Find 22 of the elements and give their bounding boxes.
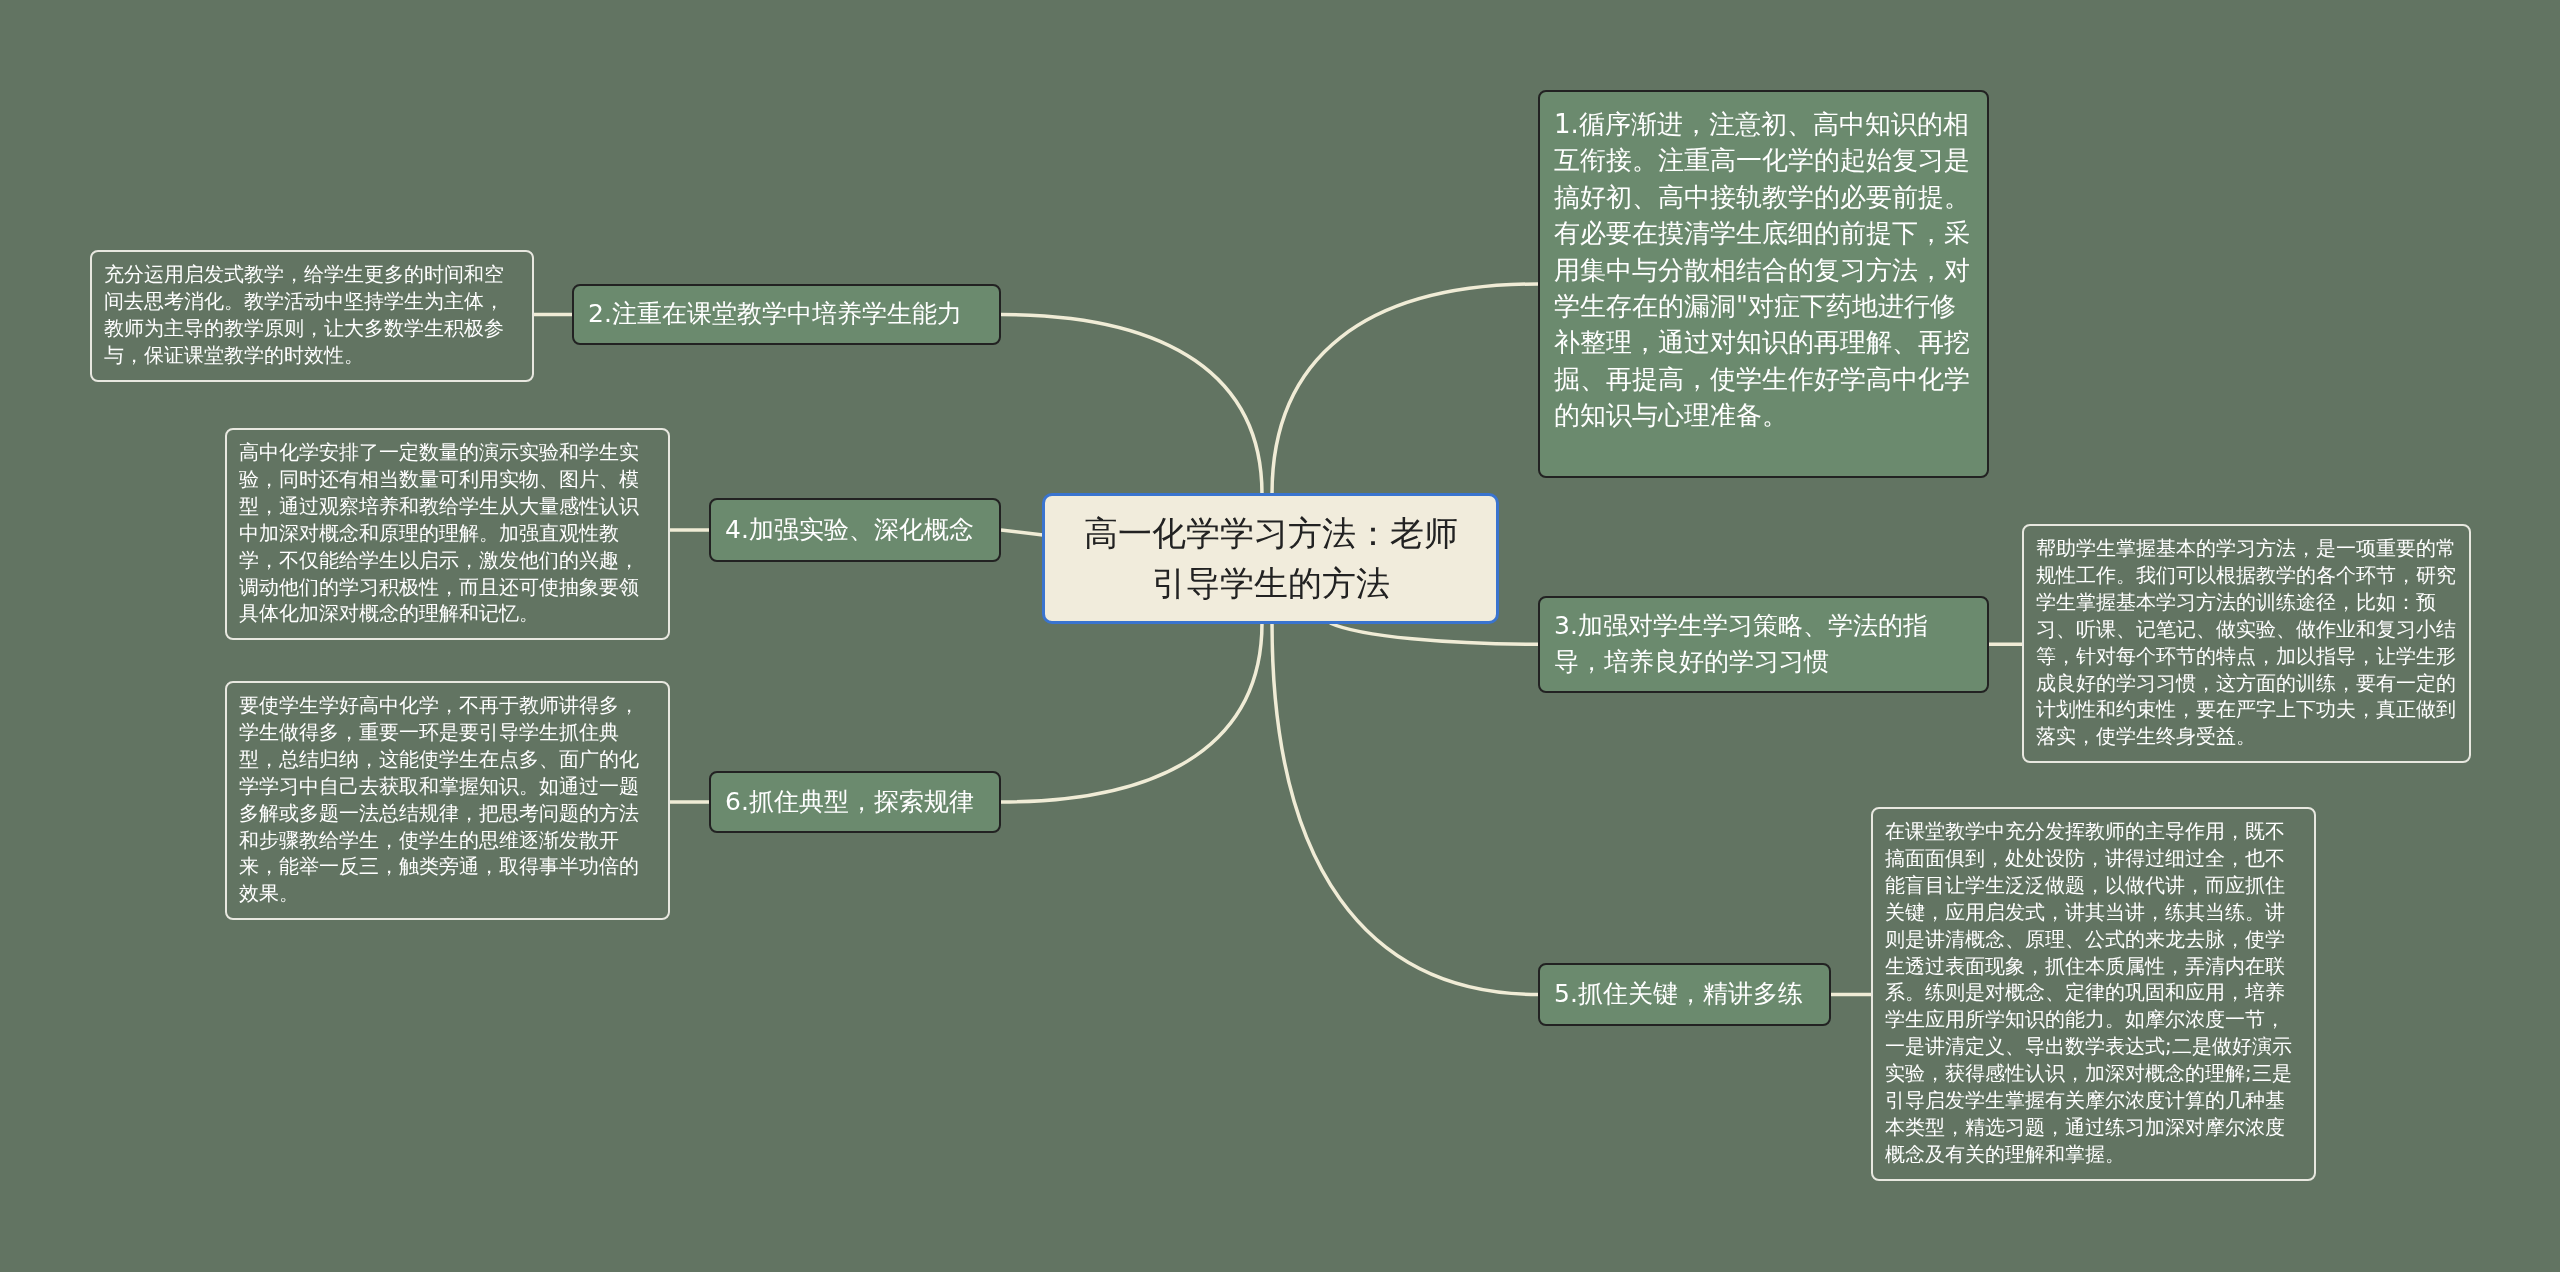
connector-line bbox=[1270, 282, 1539, 495]
note-box: 充分运用启发式教学，给学生更多的时间和空间去思考消化。教学活动中坚持学生为主体，教师为主导的教学原则，让大多数学生积极参与，保证课堂教学的时效性。 bbox=[90, 250, 534, 382]
note-box: 要使学生学好高中化学，不再于教师讲得多，学生做得多，重要一环是要引导学生抓住典型，总结归纳，这能使学生在点多、面广的化学学习中自己去获取和掌握知识。如通过一题多解或多题一法总结规律，把思考问题的方法和步骤教给学生，使学生的思维逐渐发散开来，能举一反三，触类旁通，取得事半功倍的效果。 bbox=[225, 681, 670, 921]
connector-line bbox=[1000, 528, 1044, 537]
topic-box: 4.加强实验、深化概念 bbox=[709, 498, 1001, 562]
connector-line bbox=[1831, 992, 1871, 997]
connector-line bbox=[670, 800, 709, 804]
central-topic: 高一化学学习方法：老师引导学生的方法 bbox=[1042, 493, 1499, 624]
topic-box: 5.抓住关键，精讲多练 bbox=[1538, 963, 1831, 1026]
connector-line bbox=[1000, 622, 1264, 804]
topic-box: 3.加强对学生学习策略、学法的指导，培养良好的学习习惯 bbox=[1538, 596, 1989, 693]
connector-line bbox=[670, 528, 709, 532]
connector-line bbox=[1989, 642, 2022, 646]
connector-line bbox=[534, 312, 572, 317]
topic-box: 1.循序渐进，注意初、高中知识的相互衔接。注重高一化学的起始复习是搞好初、高中接轨教学的必要前提。有必要在摸清学生底细的前提下，采用集中与分散相结合的复习方法，对学生存在的漏洞"对症下药地进行修补整理，通过对知识的再理解、再挖掘、再提高，使学生作好学高中化学的知识与心理准备。 bbox=[1538, 90, 1989, 478]
connector-line bbox=[1000, 312, 1264, 495]
topic-box: 6.抓住典型，探索规律 bbox=[709, 771, 1001, 833]
note-box: 在课堂教学中充分发挥教师的主导作用，既不搞面面俱到，处处设防，讲得过细过全，也不能盲目让学生泛泛做题，以做代讲，而应抓住关键，应用启发式，讲其当讲，练其当练。讲则是讲清概念、原理、公式的来龙去脉，使学生透过表面现象，抓住本质属性，弄清内在联系。练则是对概念、定律的巩固和应用，培养学生应用所学知识的能力。如摩尔浓度一节，一是讲清定义、导出数学表达式;二是做好演示实验，获得感性认识，加深对概念的理解;三是引导启发学生掌握有关摩尔浓度计算的几种基本类型，精选习题，通过练习加深对摩尔浓度概念及有关的理解和掌握。 bbox=[1871, 807, 2316, 1181]
note-box: 帮助学生掌握基本的学习方法，是一项重要的常规性工作。我们可以根据教学的各个环节，研究学生掌握基本学习方法的训练途径，比如：预习、听课、记笔记、做实验、做作业和复习小结等，针对每个环节的特点，加以指导，让学生形成良好的学习习惯，这方面的训练，要有一定的计划性和约束性，要在严字上下功夫，真正做到落实，使学生终身受益。 bbox=[2022, 524, 2471, 764]
note-box: 高中化学安排了一定数量的演示实验和学生实验，同时还有相当数量可利用实物、图片、模型，通过观察培养和教给学生从大量感性认识中加深对概念和原理的理解。加强直观性教学，不仅能给学生以启示，激发他们的兴趣，调动他们的学习积极性，而且还可使抽象要领具体化加深对概念的理解和记忆。 bbox=[225, 428, 670, 641]
topic-box: 2.注重在课堂教学中培养学生能力 bbox=[572, 284, 1001, 345]
connector-line bbox=[1270, 622, 1539, 997]
